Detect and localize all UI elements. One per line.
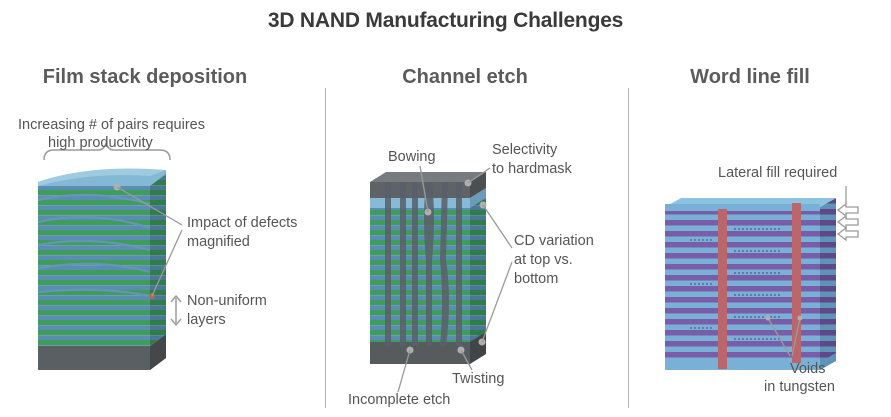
label-incomplete-etch: Incomplete etch bbox=[348, 392, 451, 408]
label-cd-line1: CD variation bbox=[514, 233, 594, 249]
label-nonuniform-line2: layers bbox=[187, 312, 226, 328]
divider-right bbox=[628, 88, 629, 408]
label-bowing: Bowing bbox=[388, 149, 436, 165]
label-pairs-line1: Increasing # of pairs requires bbox=[18, 117, 205, 133]
divider-left bbox=[325, 88, 326, 408]
word-line-fill-block bbox=[665, 186, 859, 370]
film-stack-block bbox=[37, 140, 183, 370]
label-nonuniform-line1: Non-uniform bbox=[187, 293, 267, 309]
panel-title-channel-etch: Channel etch bbox=[402, 66, 528, 88]
label-pairs-line2: high productivity bbox=[48, 135, 153, 151]
label-voids-line2: in tungsten bbox=[764, 379, 835, 395]
label-lateral-fill: Lateral fill required bbox=[718, 165, 838, 181]
label-twisting: Twisting bbox=[452, 371, 505, 387]
label-selectivity-line1: Selectivity bbox=[492, 142, 558, 158]
channel-etch-block bbox=[370, 165, 513, 393]
label-selectivity-line2: to hardmask bbox=[492, 161, 572, 177]
label-cd-line3: bottom bbox=[514, 271, 559, 287]
label-defects-line2: magnified bbox=[187, 234, 250, 250]
panel-title-word-line-fill: Word line fill bbox=[690, 66, 810, 88]
label-defects-line1: Impact of defects bbox=[187, 215, 298, 231]
label-voids-line1: Voids bbox=[790, 361, 826, 377]
panel-title-film-stack: Film stack deposition bbox=[42, 66, 248, 88]
label-cd-line2: at top vs. bbox=[514, 252, 573, 268]
page-title: 3D NAND Manufacturing Challenges bbox=[267, 9, 624, 32]
